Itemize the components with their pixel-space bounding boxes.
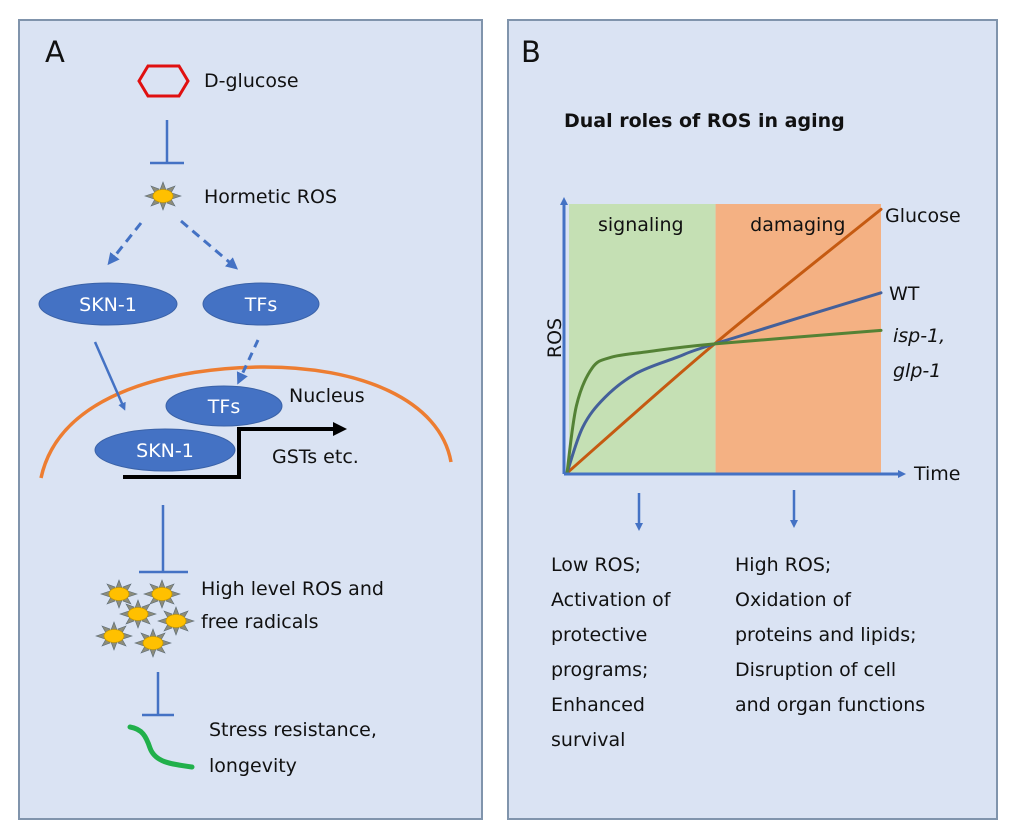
skn1-nucleus-label: SKN-1 (136, 440, 194, 462)
series-label-isp1: isp-1, (893, 325, 945, 347)
inhibition-nucleus-to-ros (139, 505, 188, 574)
region-signaling (569, 204, 716, 473)
region-label-signaling: signaling (598, 214, 684, 236)
skn1-cytoplasm-node (38, 282, 178, 326)
outcome-label-line1: Stress resistance, (209, 719, 377, 741)
effect-line: Low ROS; (551, 554, 641, 576)
ros-chart: signaling damaging (560, 197, 906, 478)
x-axis-label: Time (913, 463, 961, 485)
worm-icon (127, 724, 195, 770)
hormetic-ros-label: Hormetic ROS (204, 186, 337, 208)
nucleus-label: Nucleus (289, 385, 365, 407)
series-label-wt: WT (889, 283, 920, 305)
tfs-translocation-arrow (236, 339, 260, 385)
skn1-cytoplasm-label: SKN-1 (79, 294, 137, 316)
nucleus-membrane (39, 365, 453, 479)
high-ros-label-line1: High level ROS and (201, 578, 384, 600)
target-genes-label: GSTs etc. (272, 446, 359, 468)
high-ros-label-line2: free radicals (201, 611, 319, 633)
region-damaging (715, 204, 881, 473)
effect-line: Oxidation of (735, 589, 852, 611)
damaging-effects-text: High ROS; Oxidation of proteins and lipids… (735, 554, 925, 716)
high-ros-cluster-icon (95, 579, 195, 658)
outcome-label-line2: longevity (209, 755, 297, 777)
tfs-cytoplasm-node (202, 282, 320, 326)
effect-line: programs; (551, 659, 648, 681)
inhibition-ros-to-longevity (142, 672, 174, 717)
signaling-effects-text: Low ROS; Activation of protective programs;… (551, 554, 672, 751)
skn1-nucleus-node (94, 428, 236, 472)
inhibition-glucose-to-ros (150, 120, 184, 165)
tfs-nucleus-label: TFs (207, 396, 240, 418)
dashed-arrows-to-nodes (107, 219, 239, 270)
tfs-cytoplasm-label: TFs (244, 294, 277, 316)
effect-line: protective (551, 624, 647, 646)
glucose-label: D-glucose (204, 70, 299, 92)
effect-line: survival (551, 729, 625, 751)
promoter-transcription-arrow (123, 422, 347, 479)
effect-line: and organ functions (735, 694, 925, 716)
y-axis-label: ROS (544, 318, 566, 358)
effect-line: Enhanced (551, 694, 645, 716)
effect-line: Activation of (551, 589, 672, 611)
chart-title: Dual roles of ROS in aging (564, 110, 845, 132)
region-label-damaging: damaging (750, 214, 845, 236)
panel-b-label: B (521, 35, 541, 69)
panel-a-label: A (45, 35, 65, 69)
series-label-glp1: glp-1 (893, 360, 941, 382)
effect-line: proteins and lipids; (735, 624, 917, 646)
series-line-wt (565, 291, 883, 475)
series-label-glucose: Glucose (885, 205, 961, 227)
effect-line: Disruption of cell (735, 659, 896, 681)
effect-line: High ROS; (735, 554, 831, 576)
glucose-hexagon-icon (137, 64, 190, 98)
series-line-isp-1-glp-1 (565, 328, 883, 475)
skn1-translocation-arrow (93, 341, 126, 411)
hormetic-ros-icon (144, 181, 182, 211)
tfs-nucleus-node (165, 385, 283, 427)
